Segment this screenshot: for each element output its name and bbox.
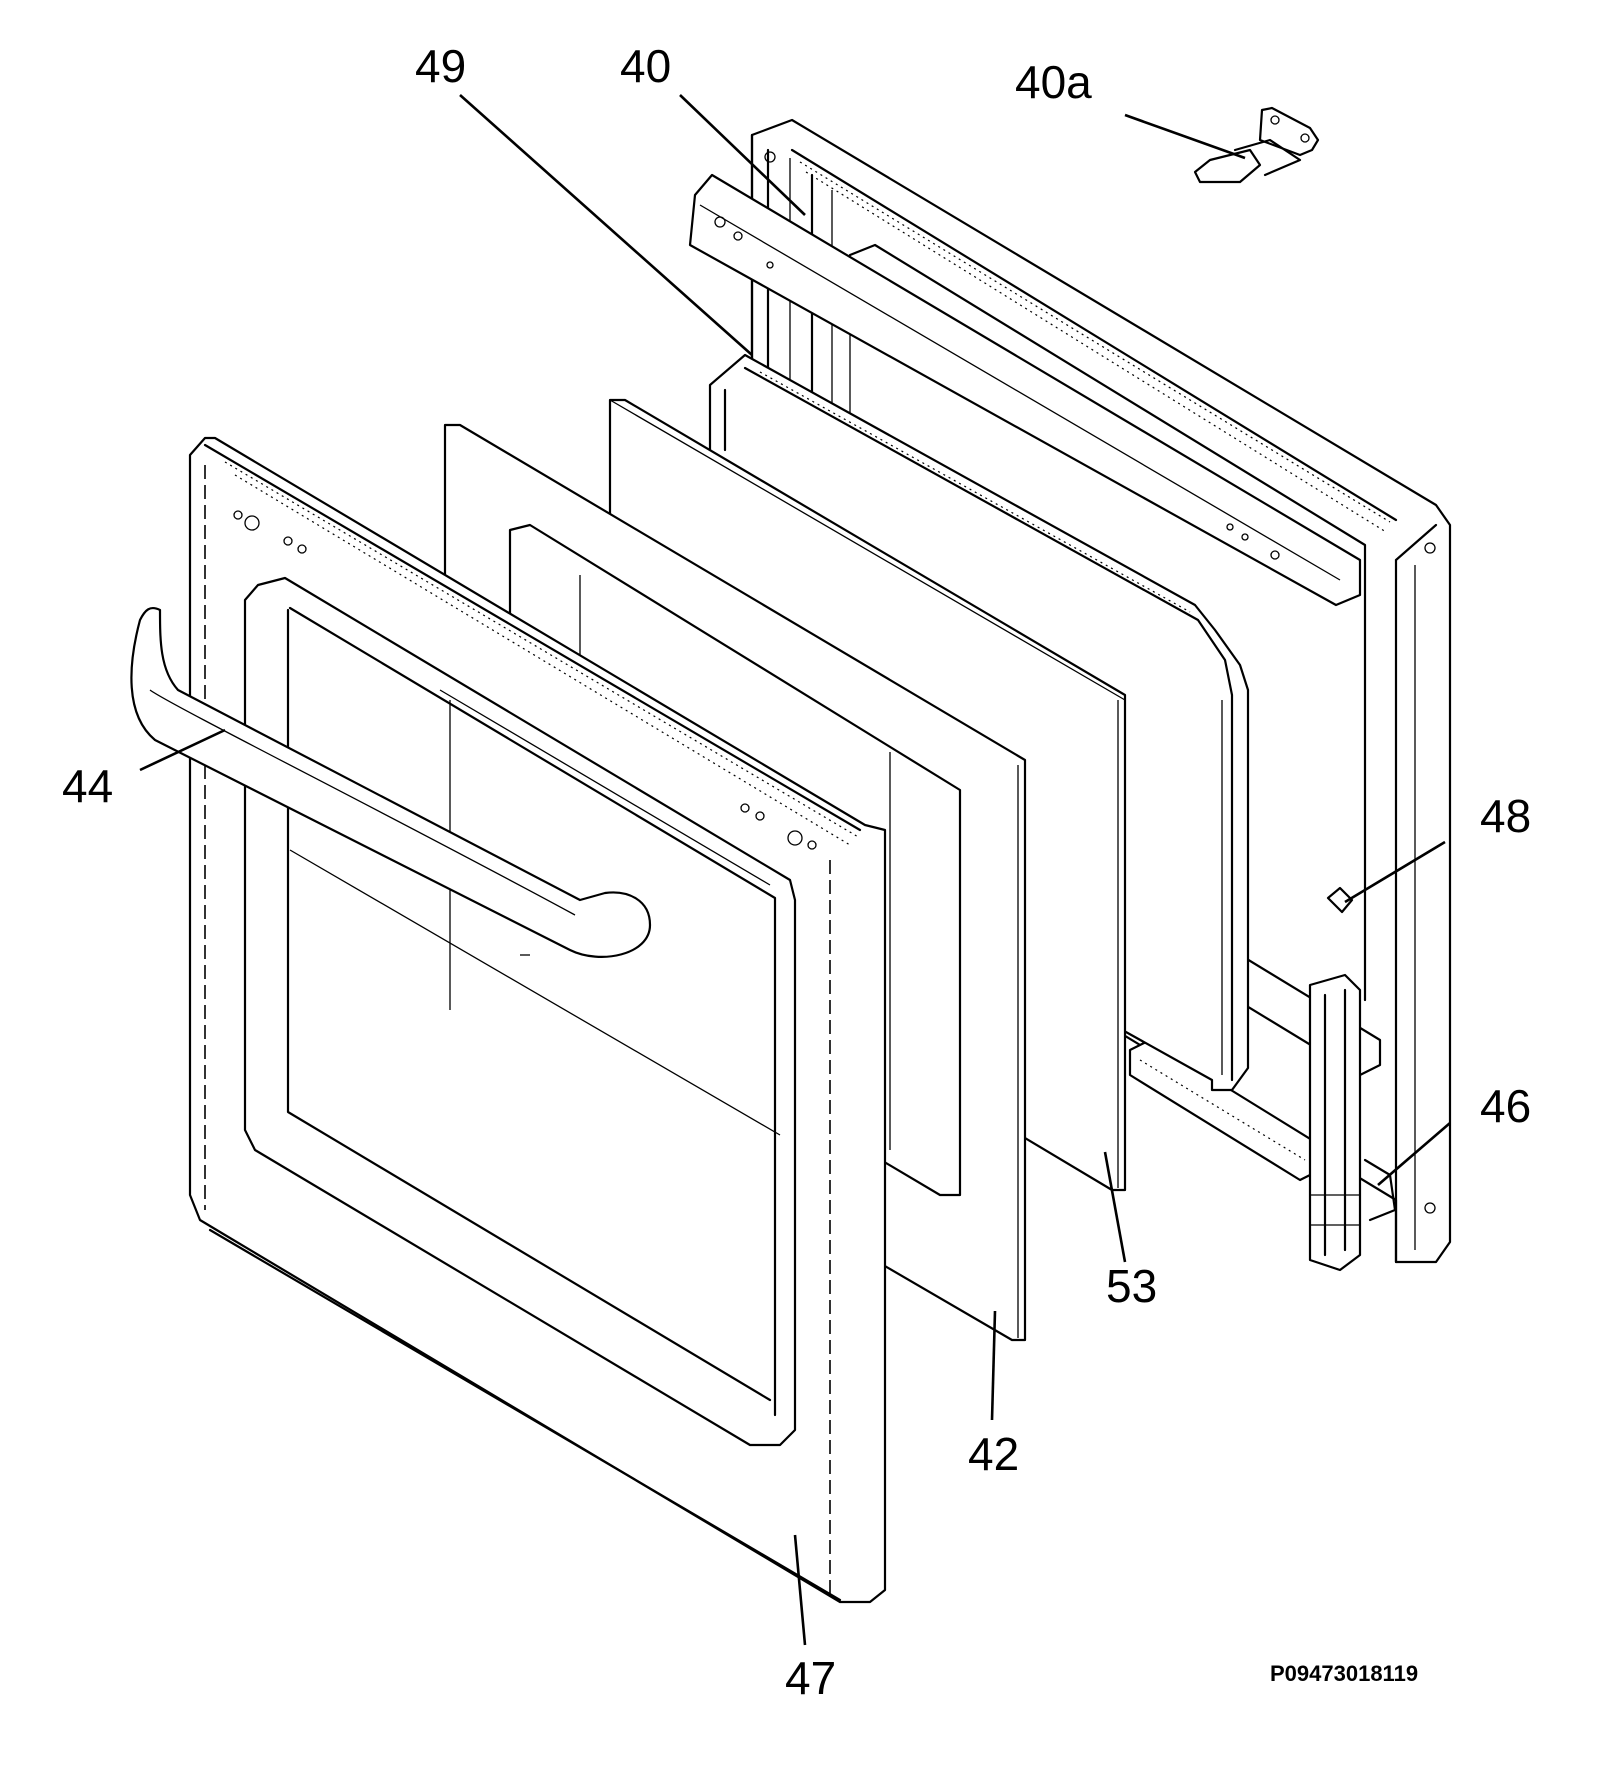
- label-part-44: 44: [62, 760, 113, 812]
- label-part-40a: 40a: [1015, 56, 1092, 108]
- door-handle: [130, 606, 652, 958]
- label-part-49: 49: [415, 40, 466, 92]
- leader-lines: [139, 94, 1451, 1646]
- label-part-42: 42: [968, 1428, 1019, 1480]
- label-part-40: 40: [620, 40, 671, 92]
- clip-part-40a: [1193, 106, 1320, 184]
- label-part-48: 48: [1480, 790, 1531, 842]
- drawing-code: P09473018119: [1270, 1661, 1418, 1686]
- label-part-46: 46: [1480, 1080, 1531, 1132]
- label-part-53: 53: [1106, 1260, 1157, 1312]
- label-part-47: 47: [785, 1652, 836, 1704]
